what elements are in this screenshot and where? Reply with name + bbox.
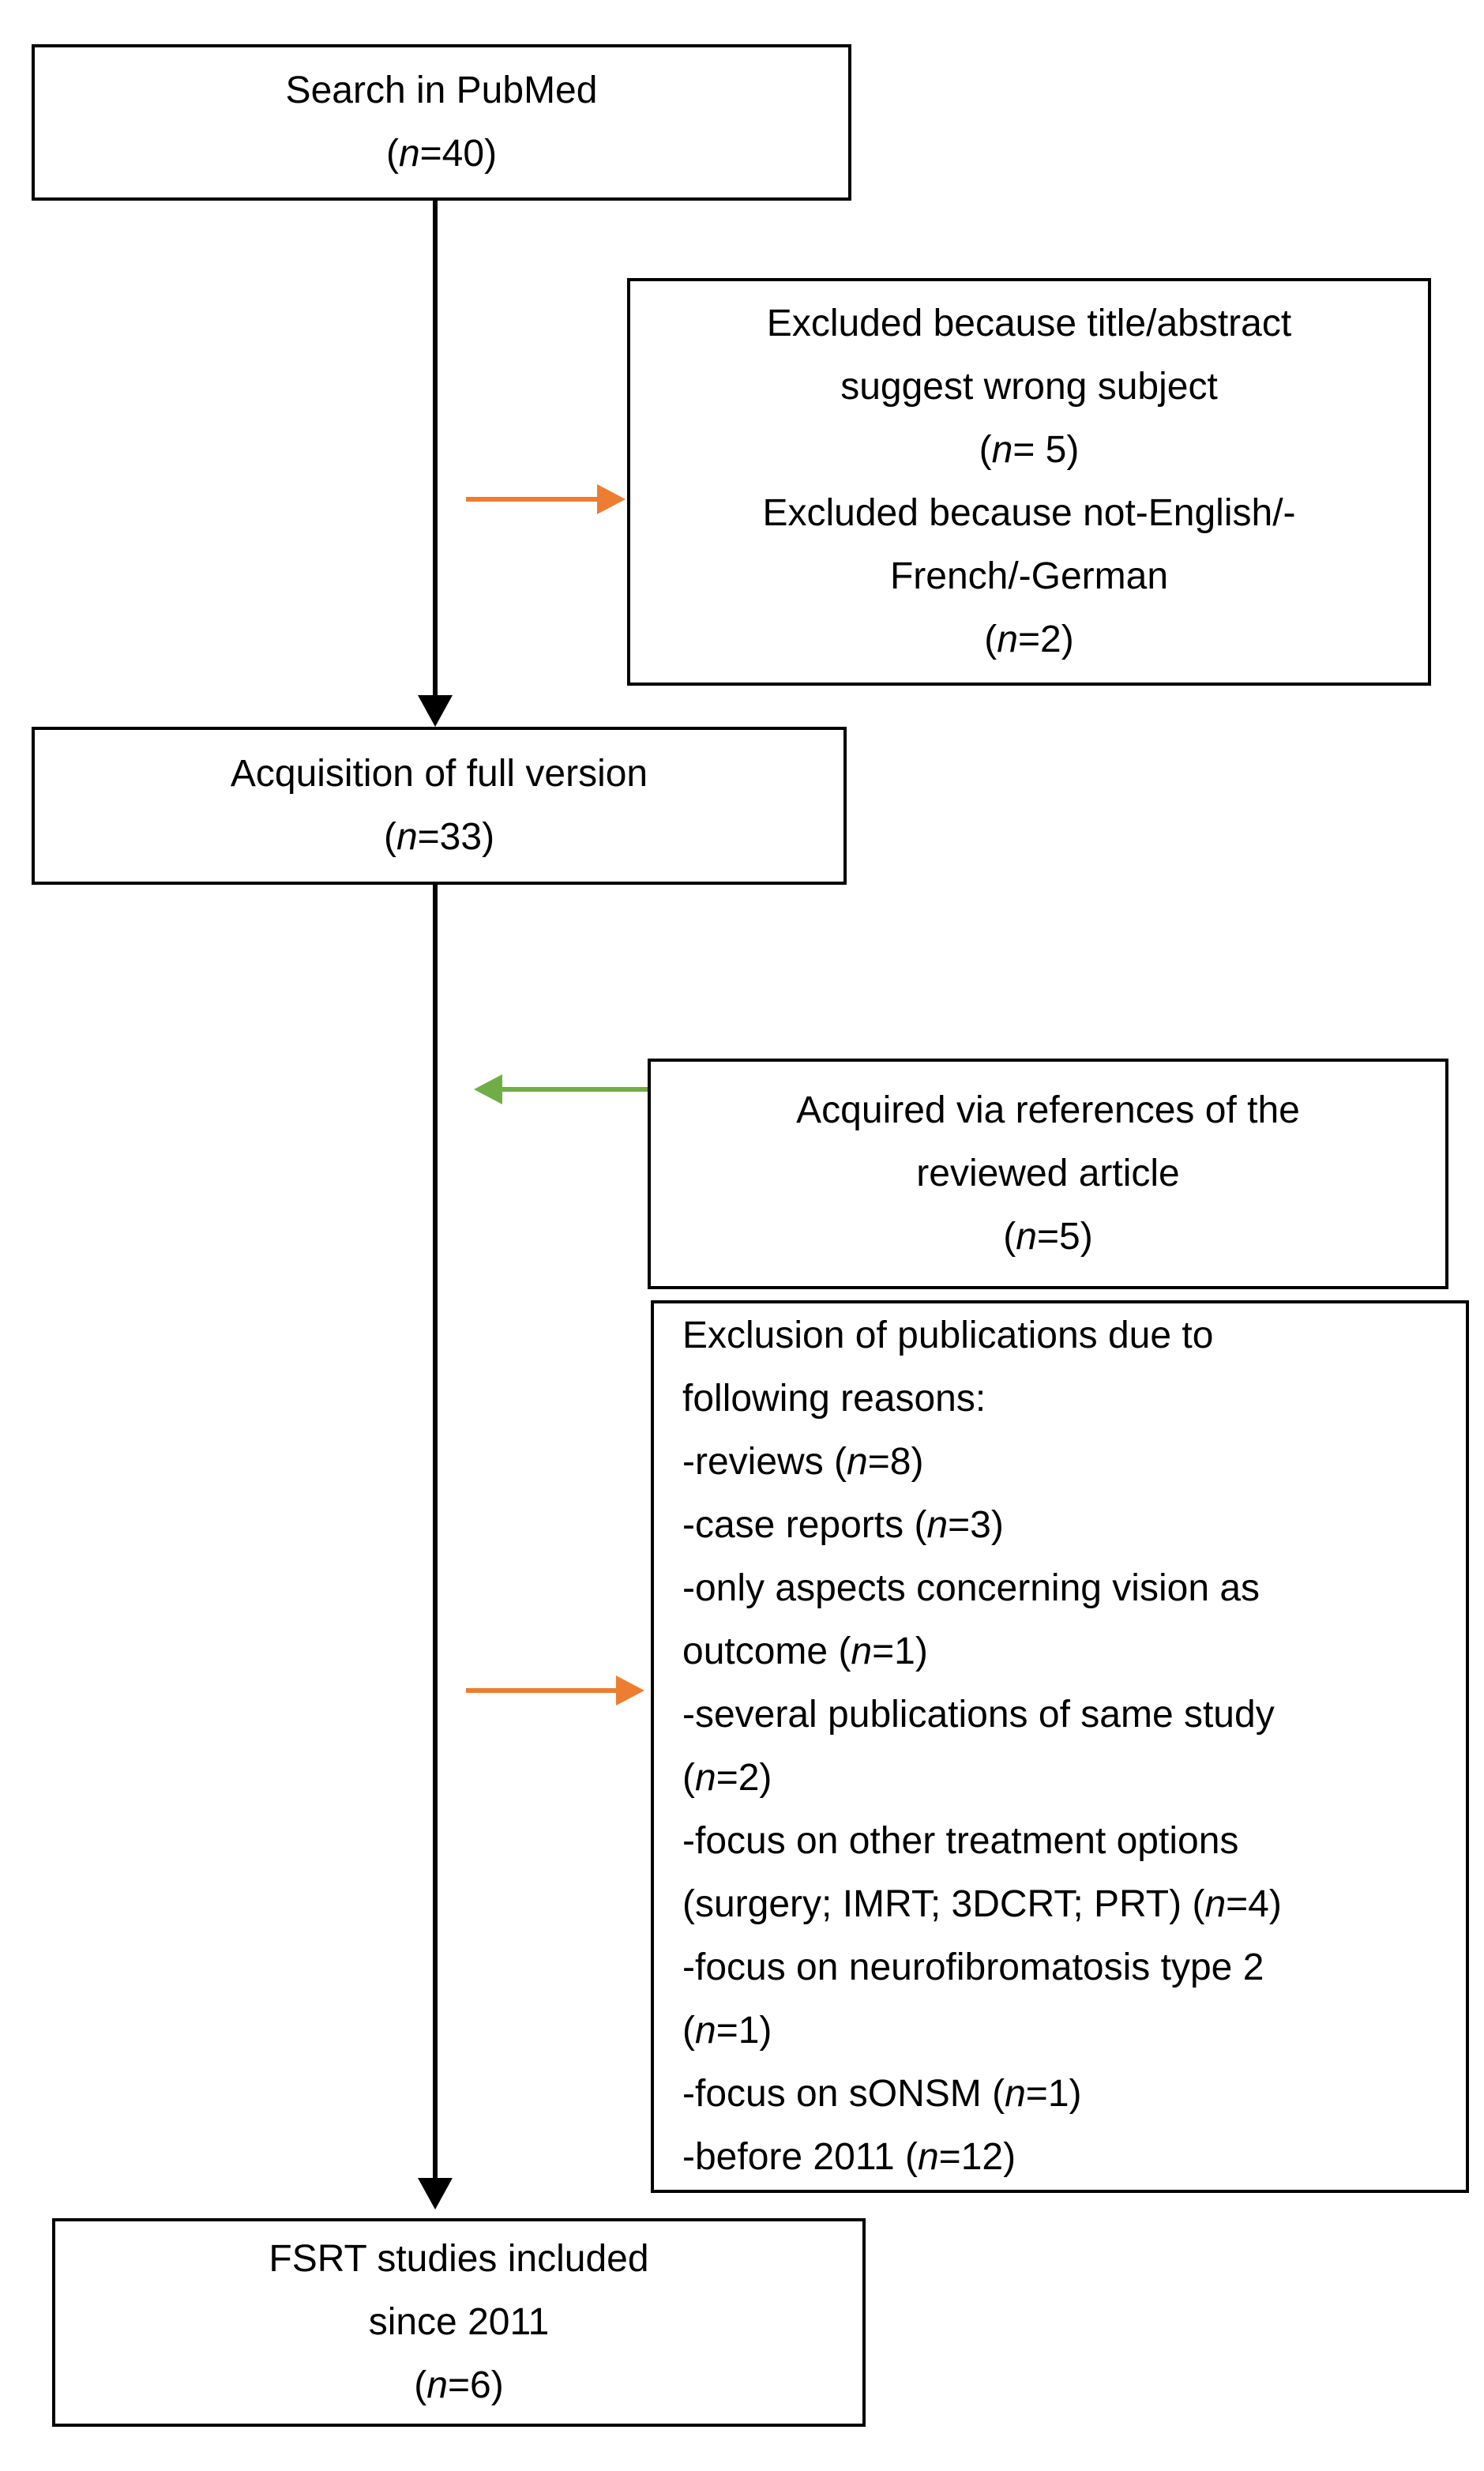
exclusion-reasons-box: Exclusion of publications due to followi… <box>651 1300 1469 2193</box>
references-box: Acquired via references of the reviewed … <box>648 1059 1448 1289</box>
exclusion-reasons-text: Exclusion of publications due to followi… <box>682 1314 1282 2178</box>
excluded-arrow-shaft <box>466 497 597 502</box>
flow-line-search-to-fullversion <box>433 201 438 695</box>
full-version-box: Acquisition of full version (n=33) <box>32 727 847 885</box>
flow-line-fullversion-to-included <box>433 885 438 2178</box>
excluded-titleabstract-box: Excluded because title/abstract suggest … <box>627 278 1431 686</box>
included-studies-text: FSRT studies included since 2011 (n=6) <box>269 2238 649 2406</box>
references-arrow-shaft <box>502 1087 648 1092</box>
arrow-right-icon <box>597 484 626 514</box>
arrow-down-icon <box>418 2178 453 2210</box>
arrow-down-icon <box>418 695 453 727</box>
included-studies-box: FSRT studies included since 2011 (n=6) <box>52 2218 866 2427</box>
search-pubmed-box: Search in PubMed (n=40) <box>32 44 851 201</box>
references-text: Acquired via references of the reviewed … <box>796 1089 1300 1258</box>
arrow-left-icon <box>474 1074 502 1104</box>
excluded-titleabstract-text: Excluded because title/abstract suggest … <box>762 303 1296 660</box>
full-version-text: Acquisition of full version (n=33) <box>230 753 648 858</box>
search-pubmed-text: Search in PubMed (n=40) <box>285 70 598 175</box>
exclusion-arrow-shaft <box>466 1688 616 1693</box>
arrow-right-icon <box>616 1676 644 1706</box>
